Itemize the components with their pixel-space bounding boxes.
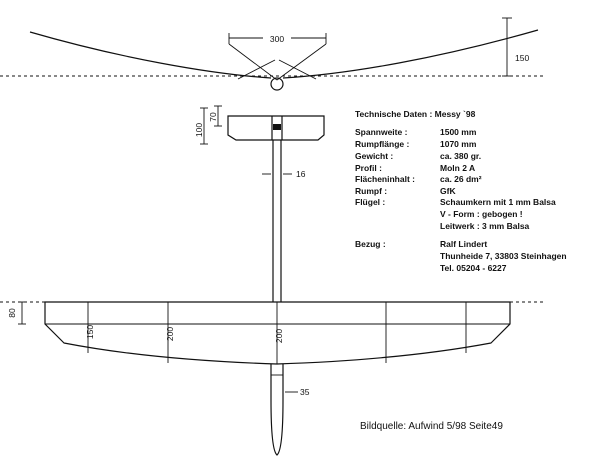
tail-span-label: 100	[194, 123, 204, 137]
spec-value-weight: ca. 380 gr.	[440, 151, 481, 161]
specs-block: Technische Daten : Messy `98 Spannweite …	[355, 109, 567, 273]
nose-width-label: 35	[300, 387, 310, 397]
main-wing: 150 200 200 80	[0, 301, 545, 365]
spec-value-length: 1070 mm	[440, 139, 477, 149]
spec-value-wing: Schaumkern mit 1 mm Balsa	[440, 197, 556, 207]
tail-chord-label: 70	[208, 112, 218, 122]
specs-title: Technische Daten : Messy `98	[355, 109, 476, 119]
nose: 35	[270, 364, 310, 456]
wing-left-dihedral	[29, 31, 272, 79]
wing-root-chord-label: 200	[274, 329, 284, 343]
tailplane-outline	[227, 115, 325, 141]
spec-value-tail: Leitwerk : 3 mm Balsa	[440, 221, 530, 231]
dihedral-width-label: 300	[270, 34, 284, 44]
wing-chord-200-label: 200	[165, 327, 175, 341]
spec-label-span: Spannweite :	[355, 127, 408, 137]
wing-tip-chord-label: 80	[7, 308, 17, 318]
tail-center	[271, 116, 283, 140]
front-view: 300 150	[0, 17, 545, 91]
spec-value-fuselage: GfK	[440, 186, 456, 196]
contact-phone: Tel. 05204 - 6227	[440, 263, 507, 273]
contact-address: Thunheide 7, 33803 Steinhagen	[440, 251, 567, 261]
wing-chord-150-label: 150	[85, 325, 95, 339]
tailplane: 100 70	[194, 105, 325, 145]
spec-label-area: Flächeninhalt :	[355, 174, 415, 184]
contact-label: Bezug :	[355, 239, 386, 249]
image-source-caption: Bildquelle: Aufwind 5/98 Seite49	[360, 421, 503, 432]
fuselage: 16	[262, 140, 306, 302]
boom-width-label: 16	[296, 169, 306, 179]
spec-label-profile: Profil :	[355, 163, 382, 173]
fuselage-section	[270, 77, 284, 91]
spec-label-fuselage: Rumpf :	[355, 186, 387, 196]
spec-label-weight: Gewicht :	[355, 151, 393, 161]
contact-name: Ralf Lindert	[440, 239, 487, 249]
spec-value-dihedral: V - Form : gebogen !	[440, 209, 523, 219]
spec-value-span: 1500 mm	[440, 127, 477, 137]
dihedral-height-label: 150	[515, 53, 529, 63]
wing-right-dihedral	[282, 29, 539, 79]
spec-label-wing: Flügel :	[355, 197, 385, 207]
spec-value-profile: Moln 2 A	[440, 163, 475, 173]
nose-outline	[270, 364, 284, 456]
spec-label-length: Rumpflänge :	[355, 139, 409, 149]
spec-value-area: ca. 26 dm²	[440, 174, 482, 184]
